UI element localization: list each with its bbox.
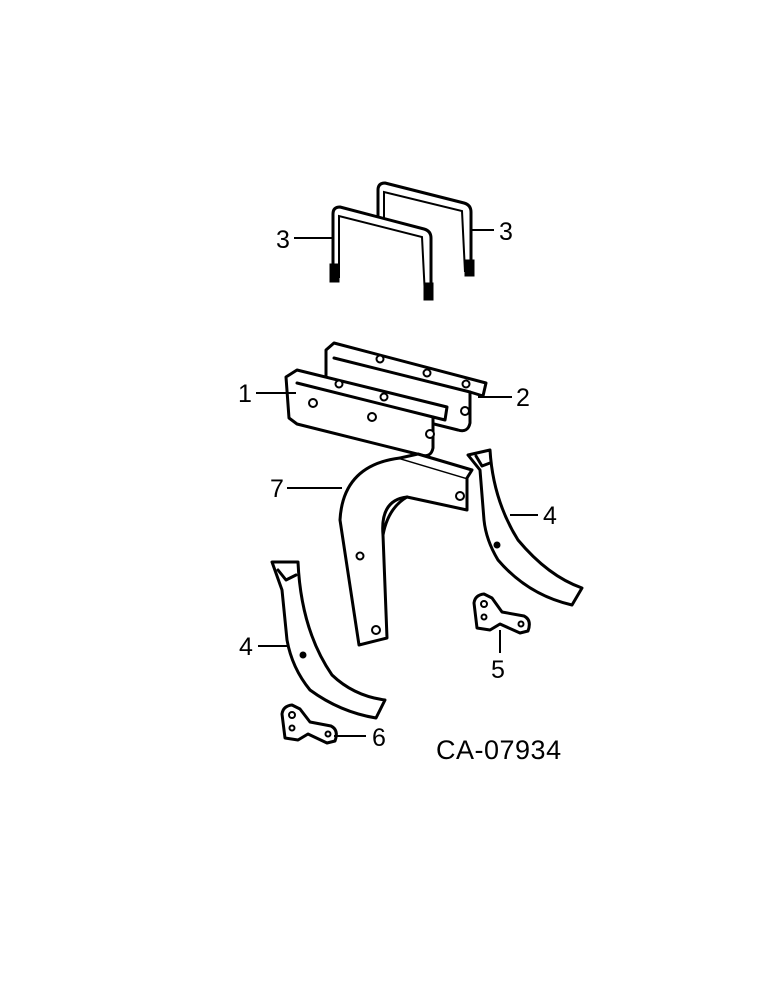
callout-3-right: 3 bbox=[499, 218, 513, 246]
drawing-code: CA-07934 bbox=[436, 735, 562, 765]
callout-4-right: 4 bbox=[543, 502, 557, 530]
blade-bracket-6 bbox=[280, 703, 338, 745]
callout-4-left: 4 bbox=[239, 633, 253, 661]
callout-1: 1 bbox=[238, 380, 252, 408]
callout-6: 6 bbox=[372, 724, 386, 752]
sweep-blade-right bbox=[466, 448, 584, 607]
blade-bracket-5 bbox=[472, 592, 531, 635]
leader-lines bbox=[256, 229, 538, 737]
shank-standard bbox=[338, 452, 474, 647]
callout-5: 5 bbox=[491, 656, 505, 684]
u-bolt-front bbox=[329, 205, 434, 301]
callout-3-left: 3 bbox=[276, 226, 290, 254]
sweep-blade-left bbox=[270, 560, 387, 720]
callout-7: 7 bbox=[270, 475, 284, 503]
callout-2: 2 bbox=[516, 384, 530, 412]
